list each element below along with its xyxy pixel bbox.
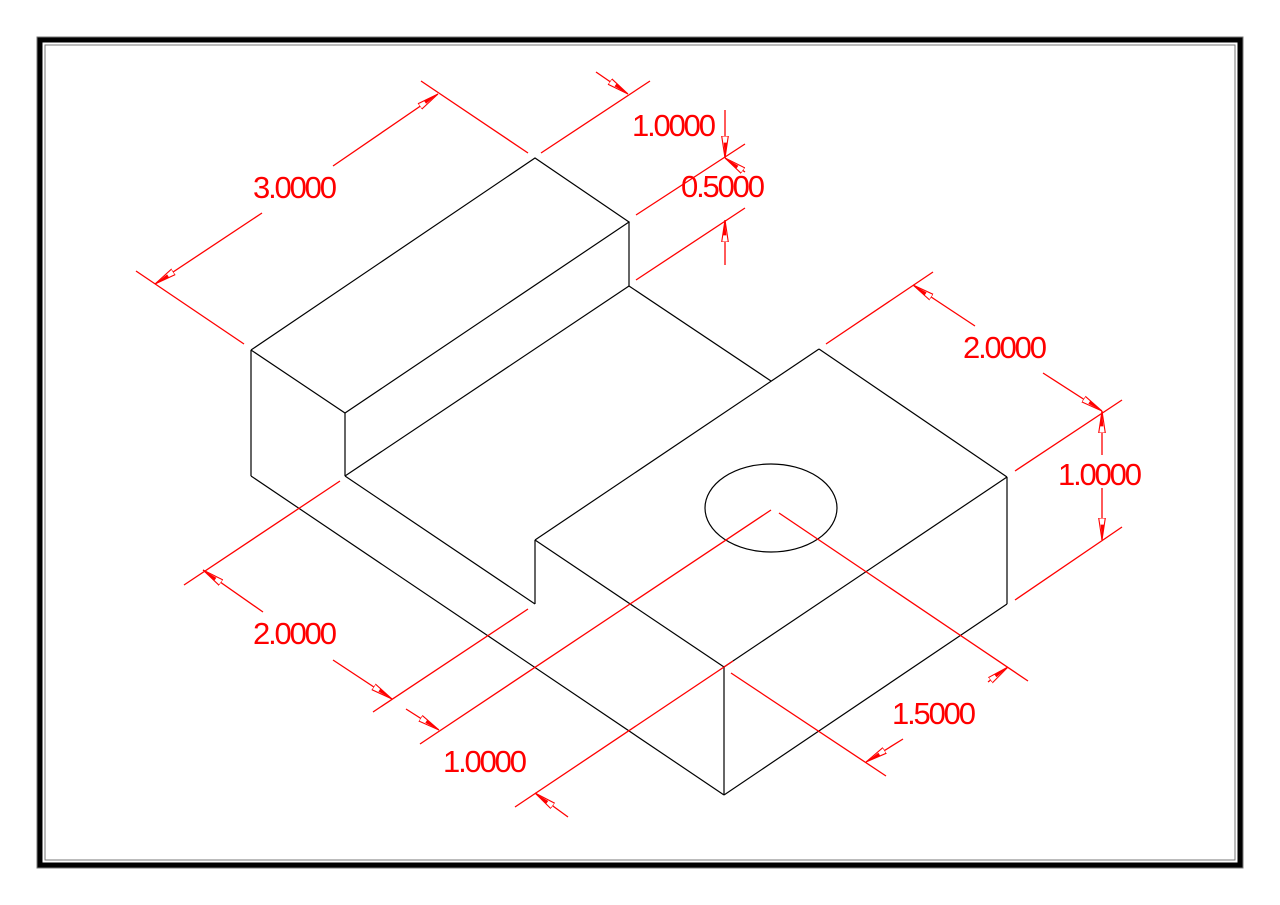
drawing-frame (36, 36, 1244, 869)
dim-label-left-length: 3.0000 (253, 170, 337, 205)
dim-label-left-depth: 2.0000 (253, 616, 337, 651)
dim-label-top-step-width: 1.0000 (632, 108, 716, 143)
dim-label-right-block-height: 1.0000 (1058, 457, 1142, 492)
dim-label-step-height: 0.5000 (681, 169, 765, 204)
hole (704, 463, 838, 553)
dimension-lines (135, 71, 1123, 818)
dim-label-hole-offset-side: 1.5000 (892, 696, 976, 731)
dim-label-hole-offset-front: 1.0000 (443, 744, 527, 779)
dim-label-right-block-width: 2.0000 (963, 330, 1047, 365)
dimension-labels: 3.0000 1.0000 0.5000 2.0000 1.0000 1.500… (253, 108, 1142, 779)
